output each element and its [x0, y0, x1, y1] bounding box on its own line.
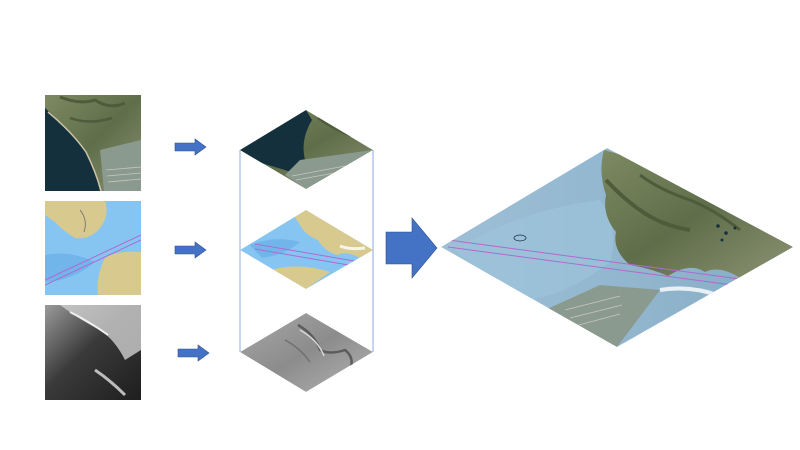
- source-tile-nautical-chart: [45, 201, 141, 295]
- arrow-icon-satellite: [174, 138, 207, 156]
- fusion-arrow-icon: [385, 217, 438, 279]
- layer-satellite: [240, 110, 373, 189]
- arrow-icon-chart: [174, 241, 207, 259]
- arrow-icon-elevation: [177, 344, 210, 362]
- layer-nautical-chart: [240, 210, 373, 289]
- layer-terrain-hillshade: [240, 313, 373, 392]
- composite-map: [441, 148, 793, 347]
- source-tile-elevation: [45, 305, 141, 400]
- source-tile-satellite: [45, 95, 141, 191]
- layer-stack-connectors: [239, 150, 374, 352]
